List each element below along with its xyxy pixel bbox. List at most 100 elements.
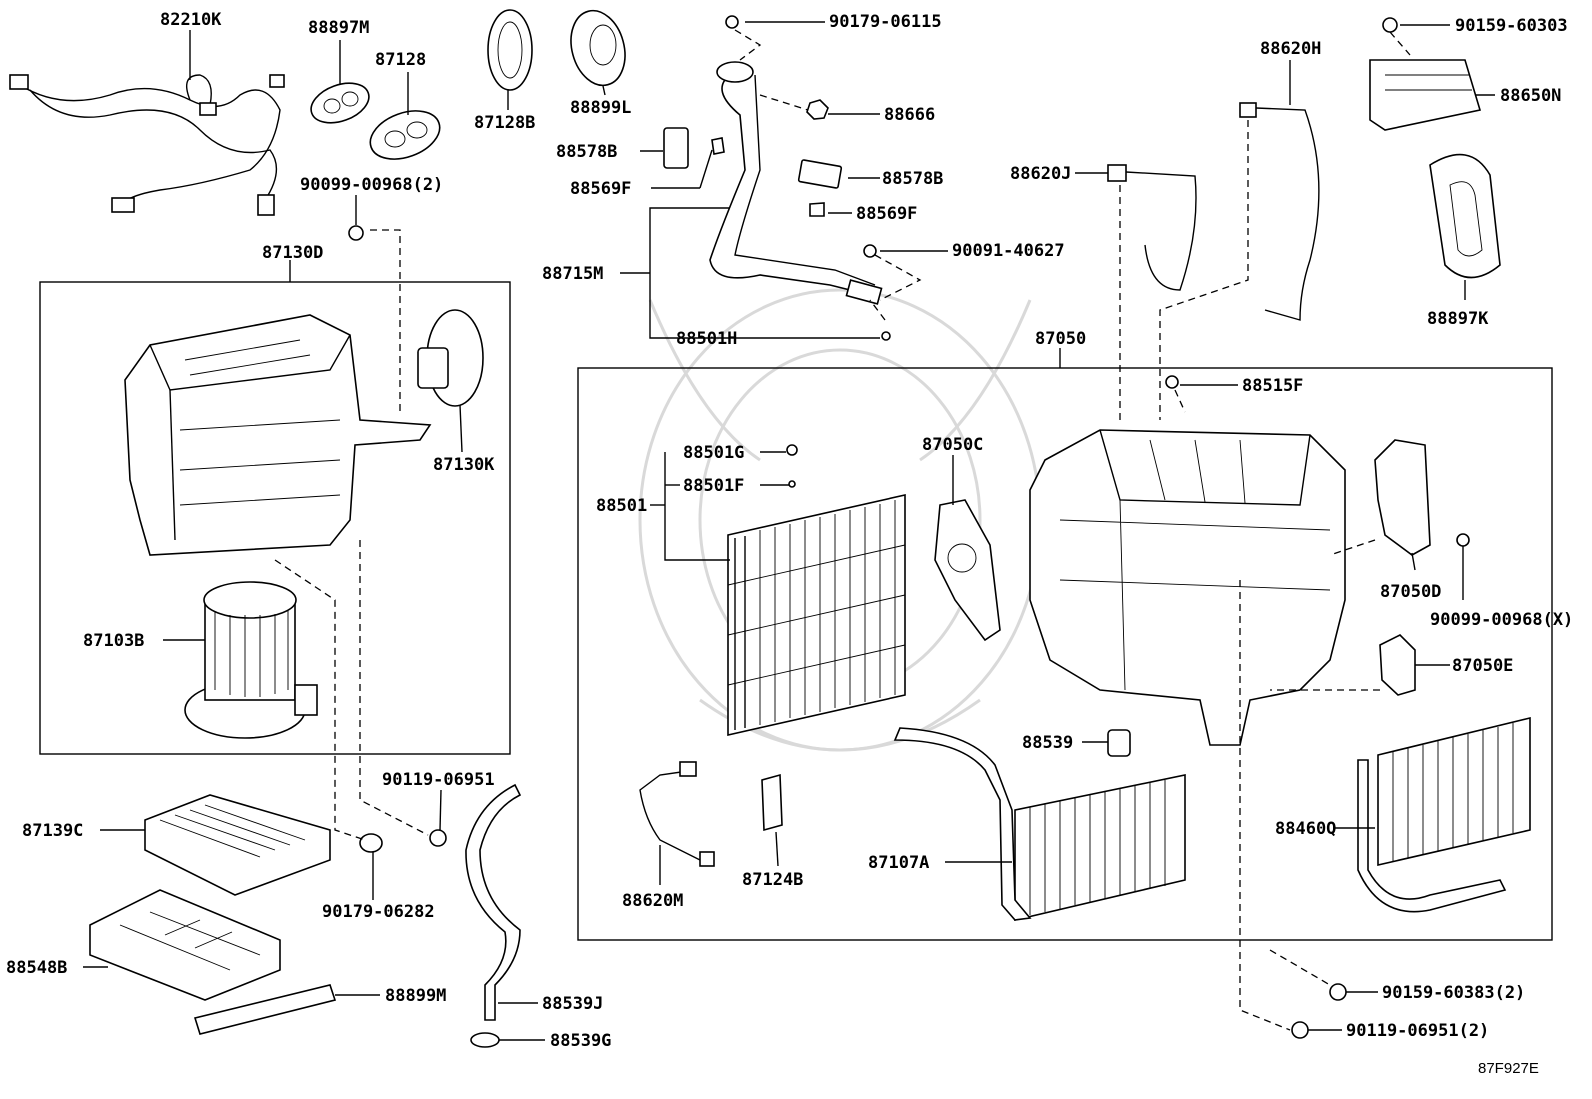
diagram-code: 87F927E [1478, 1060, 1539, 1077]
label-87124B[interactable]: 87124B [742, 870, 803, 890]
part-90091-40627[interactable] [863, 244, 877, 258]
part-87050[interactable] [1029, 429, 1346, 746]
part-88501F[interactable] [788, 480, 796, 488]
part-88539G[interactable] [470, 1032, 500, 1048]
part-88578B-a[interactable] [663, 127, 689, 169]
label-88578B-a[interactable]: 88578B [556, 142, 617, 162]
part-88501G[interactable] [786, 444, 798, 456]
part-90099-00968-X[interactable] [1456, 533, 1470, 547]
part-88650N[interactable] [1369, 59, 1482, 131]
label-87050E[interactable]: 87050E [1452, 656, 1513, 676]
label-90091-40627[interactable]: 90091-40627 [952, 241, 1065, 261]
leader-lines [83, 21, 1495, 1041]
part-87130D[interactable] [124, 314, 432, 556]
label-90179-06282[interactable]: 90179-06282 [322, 902, 435, 922]
part-88501H[interactable] [881, 331, 891, 341]
label-90119-06951[interactable]: 90119-06951 [382, 770, 495, 790]
label-88897K[interactable]: 88897K [1427, 309, 1489, 329]
part-88715M[interactable] [709, 61, 883, 305]
part-88569F-b[interactable] [809, 202, 825, 217]
part-88515F[interactable] [1165, 375, 1179, 389]
group-box-87130D [39, 281, 511, 755]
label-88620J[interactable]: 88620J [1010, 164, 1071, 184]
label-87130D[interactable]: 87130D [262, 243, 323, 263]
part-87050E[interactable] [1379, 634, 1416, 696]
part-88666[interactable] [806, 99, 829, 120]
label-88897M[interactable]: 88897M [308, 18, 369, 38]
part-87103B[interactable] [184, 581, 318, 739]
part-88897K[interactable] [1429, 153, 1501, 279]
label-88460Q[interactable]: 88460Q [1275, 819, 1336, 839]
part-82210K[interactable] [9, 74, 285, 216]
part-88539J[interactable] [465, 783, 522, 1021]
part-87128B[interactable] [487, 9, 533, 91]
part-88569F-a[interactable] [711, 137, 725, 155]
part-88899M[interactable] [193, 984, 337, 1035]
part-87130K[interactable] [417, 309, 484, 407]
label-87050[interactable]: 87050 [1035, 329, 1086, 349]
label-88620M[interactable]: 88620M [622, 891, 683, 911]
label-90159-60383-2[interactable]: 90159-60383(2) [1382, 983, 1525, 1003]
part-88548B[interactable] [89, 889, 281, 1001]
label-88569F-a[interactable]: 88569F [570, 179, 631, 199]
label-88666[interactable]: 88666 [884, 105, 935, 125]
part-90159-60303[interactable] [1382, 17, 1398, 33]
part-88578B-b[interactable] [797, 159, 843, 189]
label-88569F-b[interactable]: 88569F [856, 204, 917, 224]
part-88897M[interactable] [306, 76, 375, 130]
label-88501[interactable]: 88501 [596, 496, 647, 516]
part-90099-00968-2[interactable] [348, 225, 364, 241]
label-88899L[interactable]: 88899L [570, 98, 631, 118]
label-90099-00968-X[interactable]: 90099-00968(X) [1430, 610, 1573, 630]
label-88650N[interactable]: 88650N [1500, 86, 1561, 106]
group-box-87050 [577, 367, 1553, 941]
label-88715M[interactable]: 88715M [542, 264, 603, 284]
part-88620H[interactable] [1239, 102, 1320, 321]
part-90119-06951[interactable] [429, 829, 447, 847]
label-88539G[interactable]: 88539G [550, 1031, 611, 1051]
label-87103B[interactable]: 87103B [83, 631, 144, 651]
label-90179-06115[interactable]: 90179-06115 [829, 12, 942, 32]
part-90179-06282[interactable] [359, 833, 383, 853]
label-88578B-b[interactable]: 88578B [882, 169, 943, 189]
part-87107A[interactable] [893, 727, 1186, 922]
label-87050C[interactable]: 87050C [922, 435, 983, 455]
label-88501F[interactable]: 88501F [683, 476, 744, 496]
part-90119-06951-2[interactable] [1291, 1021, 1309, 1039]
label-88620H[interactable]: 88620H [1260, 39, 1321, 59]
part-90179-06115[interactable] [725, 15, 739, 29]
label-87128B[interactable]: 87128B [474, 113, 535, 133]
label-90099-00968-2[interactable]: 90099-00968(2) [300, 175, 443, 195]
label-88548B[interactable]: 88548B [6, 958, 67, 978]
label-88515F[interactable]: 88515F [1242, 376, 1303, 396]
part-87128[interactable] [364, 102, 447, 168]
part-87050D[interactable] [1374, 439, 1431, 556]
label-90119-06951-2[interactable]: 90119-06951(2) [1346, 1021, 1489, 1041]
label-87139C[interactable]: 87139C [22, 821, 83, 841]
part-87124B[interactable] [761, 773, 783, 832]
part-88501[interactable] [727, 493, 906, 737]
label-88899M[interactable]: 88899M [385, 986, 446, 1006]
label-87130K[interactable]: 87130K [433, 455, 495, 475]
part-labels: 82210K 88897M 87128 87128B 88899L 90179-… [6, 10, 1573, 1077]
label-87050D[interactable]: 87050D [1380, 582, 1441, 602]
label-88539J[interactable]: 88539J [542, 994, 603, 1014]
part-88460Q[interactable] [1357, 716, 1531, 913]
label-90159-60303[interactable]: 90159-60303 [1455, 16, 1568, 36]
label-87107A[interactable]: 87107A [868, 853, 929, 873]
part-88620J[interactable] [1107, 164, 1197, 291]
part-87139C[interactable] [144, 794, 331, 896]
label-87128[interactable]: 87128 [375, 50, 426, 70]
dashed-lines [274, 29, 1411, 1031]
part-88539[interactable] [1107, 729, 1131, 757]
part-90159-60383-2[interactable] [1329, 983, 1347, 1001]
label-88501G[interactable]: 88501G [683, 443, 744, 463]
part-88899L[interactable] [563, 5, 633, 92]
label-88501H[interactable]: 88501H [676, 329, 737, 349]
part-88620M[interactable] [639, 761, 715, 867]
label-88539[interactable]: 88539 [1022, 733, 1073, 753]
part-87050C[interactable] [934, 499, 1001, 642]
label-82210K[interactable]: 82210K [160, 10, 222, 30]
